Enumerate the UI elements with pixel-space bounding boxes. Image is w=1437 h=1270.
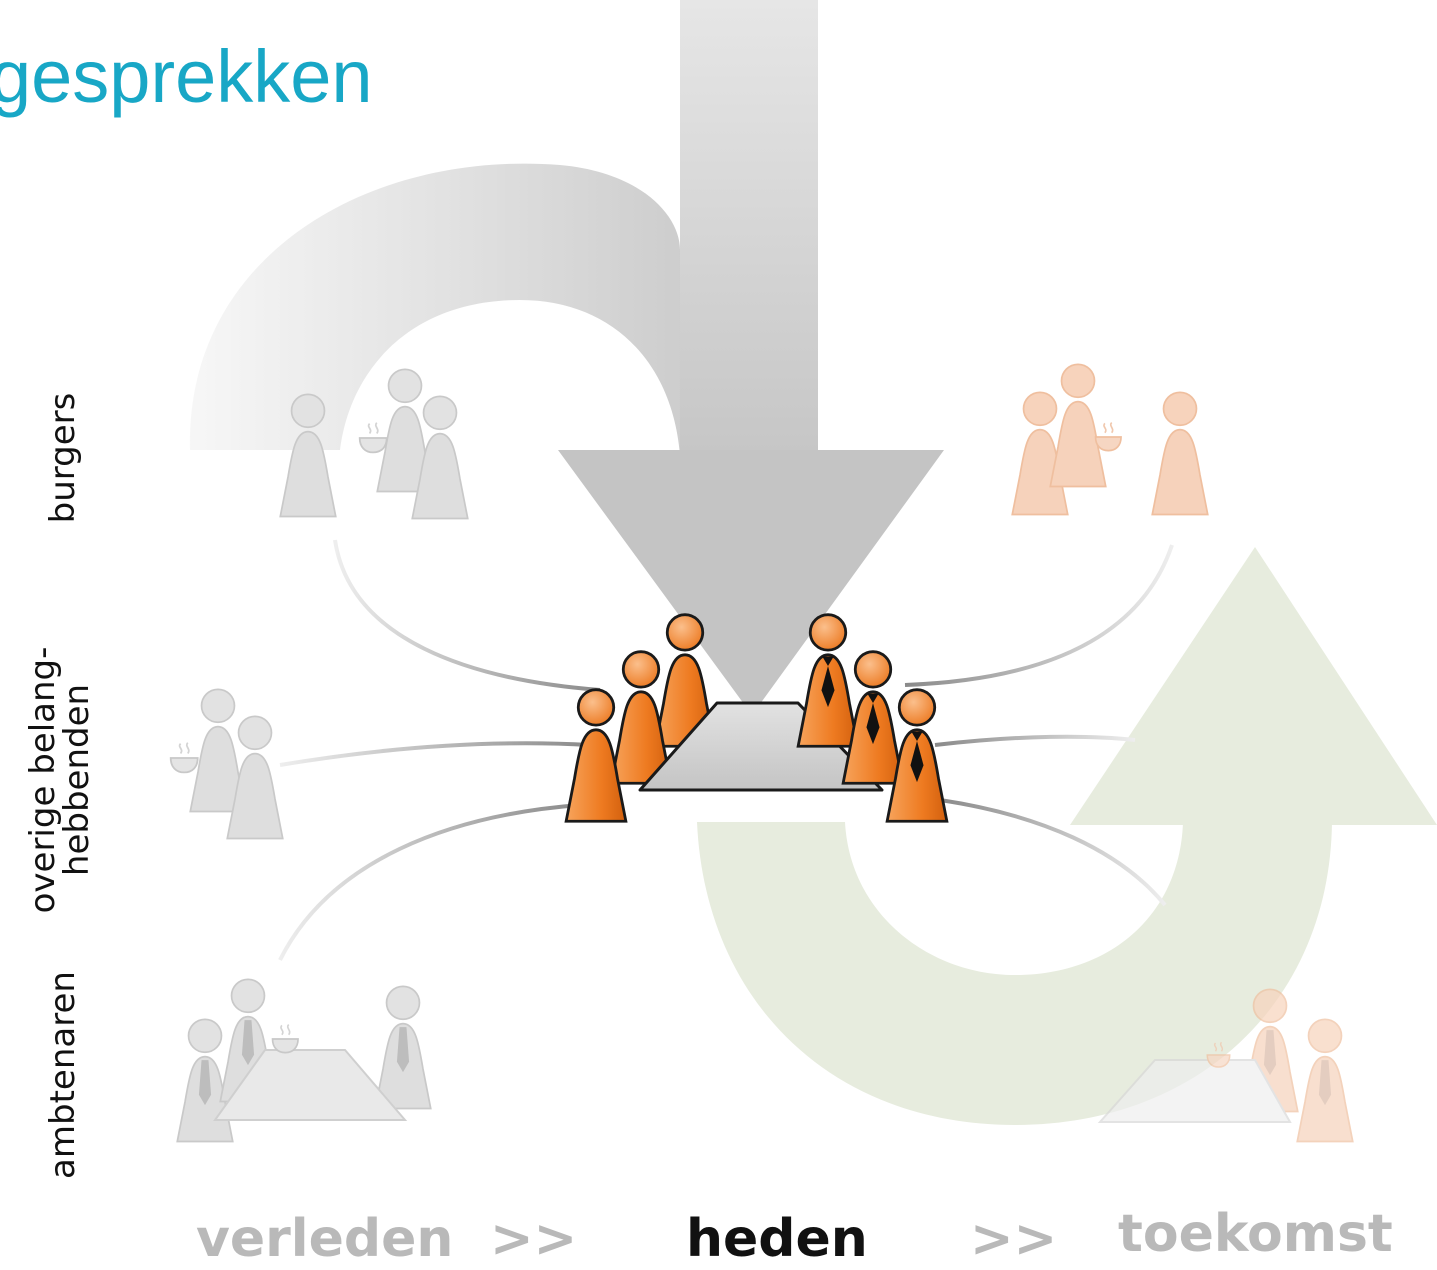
timeline-separator-2: >>: [970, 1209, 1058, 1269]
meeting-table-icon: [213, 1049, 408, 1121]
timeline-present: heden: [686, 1209, 868, 1269]
row-label-overige-belanghebbenden: overige belang- hebbenden: [23, 646, 97, 914]
present-meeting: [564, 613, 949, 823]
curved-arrow-up-icon: [697, 547, 1437, 1125]
timeline-future: toekomst: [1118, 1204, 1393, 1264]
coffee-cup-icon: [169, 741, 199, 774]
timeline-past: verleden: [196, 1209, 454, 1269]
stakeholders-group-past: [169, 688, 284, 840]
civil-servants-group-future: [1097, 988, 1354, 1143]
row-label-line-1: overige belang-: [23, 646, 63, 914]
row-label-burgers: burgers: [43, 392, 83, 524]
meeting-table-icon: [638, 701, 884, 792]
row-label-text: burgers: [43, 392, 83, 524]
row-label-line-2: hebbenden: [57, 683, 97, 877]
person-icon: [1296, 1018, 1354, 1143]
row-label-text: ambtenaren: [43, 971, 83, 1179]
coffee-cup-icon: [271, 1023, 299, 1054]
civil-servants-group-past: [176, 978, 432, 1143]
curved-arrow-down-icon: [189, 0, 944, 715]
coffee-cup-icon: [1094, 421, 1122, 452]
person-icon: [374, 985, 432, 1110]
page-title: gesprekken: [0, 35, 373, 118]
coffee-cup-icon: [358, 421, 388, 454]
person-icon: [1151, 391, 1209, 516]
person-icon: [1049, 363, 1107, 488]
row-label-ambtenaren: ambtenaren: [43, 971, 83, 1179]
connection-lines: [278, 539, 1174, 961]
citizens-group-future: [1011, 363, 1209, 516]
timeline-separator-1: >>: [490, 1209, 578, 1269]
